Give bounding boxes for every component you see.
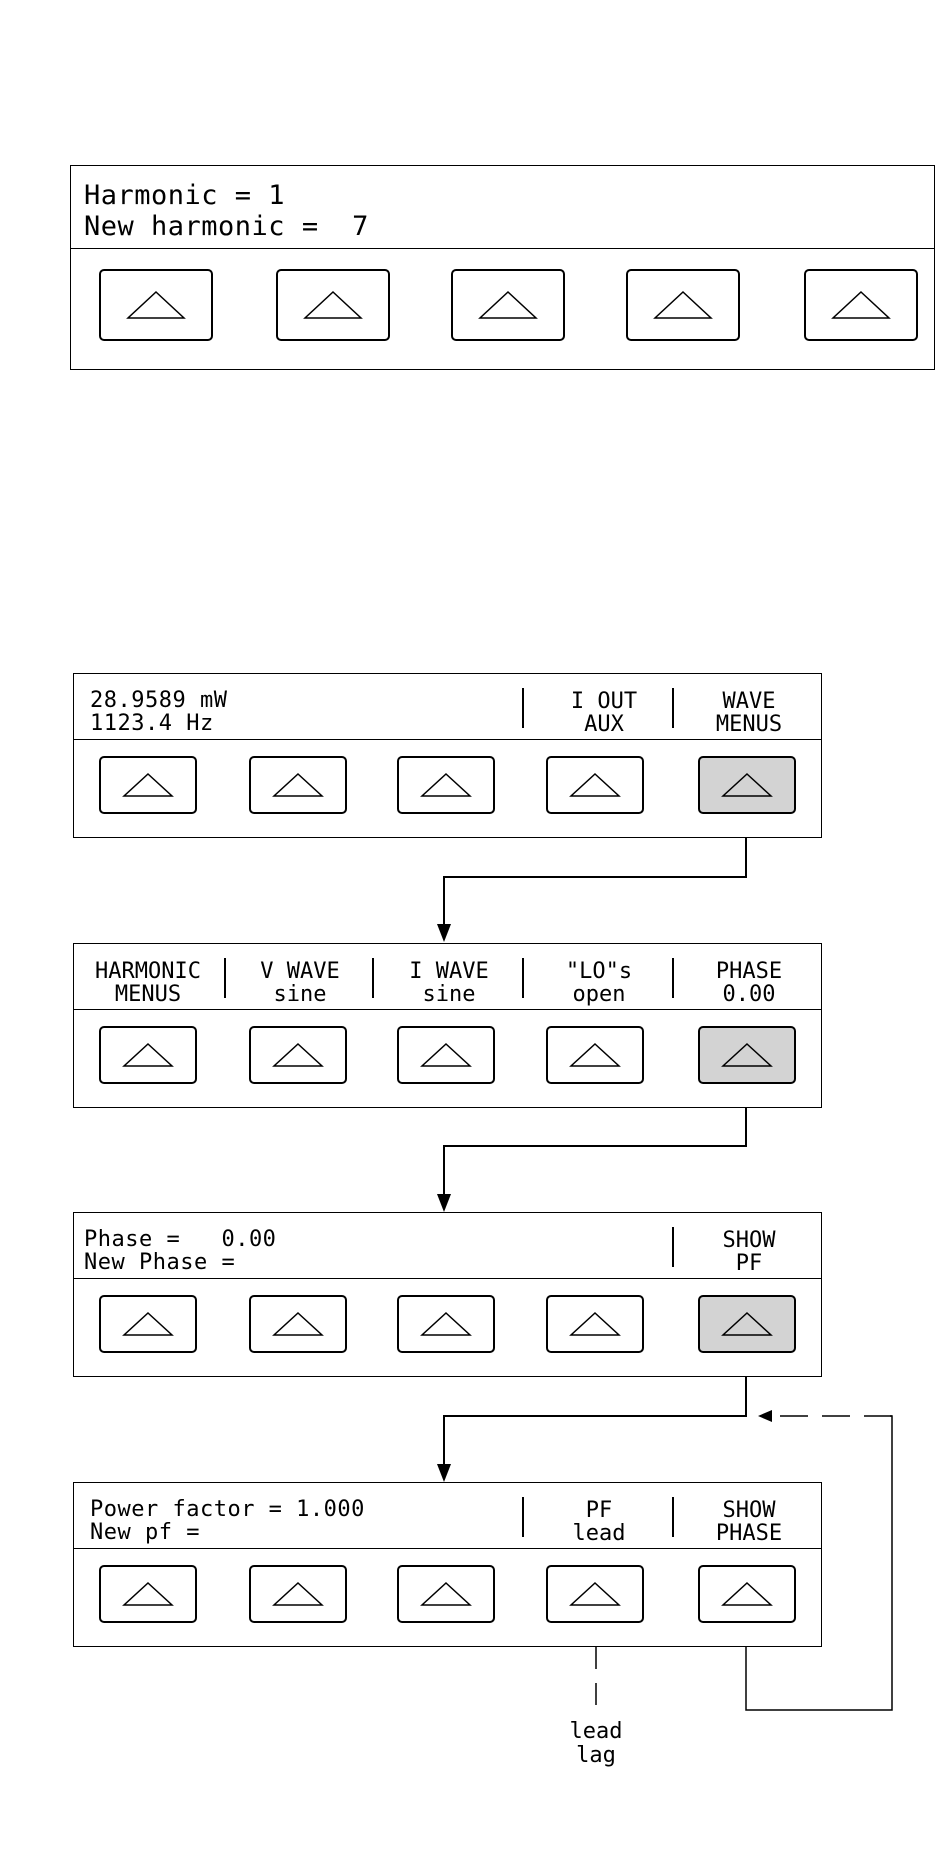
triangle-up-icon <box>653 290 713 320</box>
triangle-up-icon <box>721 1581 773 1607</box>
label-separator <box>522 688 524 728</box>
triangle-up-icon <box>420 1042 472 1068</box>
triangle-up-icon <box>420 1581 472 1607</box>
triangle-up-icon <box>831 290 891 320</box>
flow-line <box>444 1377 746 1464</box>
label-separator <box>672 688 674 728</box>
triangle-up-icon <box>478 290 538 320</box>
softkey-show-phase[interactable] <box>698 1565 796 1623</box>
power-factor-line: Power factor = 1.000 <box>90 1499 365 1521</box>
softkey-wave-menus[interactable] <box>698 756 796 814</box>
softkey-5[interactable] <box>804 269 918 341</box>
softkey-1[interactable] <box>99 1565 197 1623</box>
label-separator <box>372 958 374 998</box>
triangle-up-icon <box>420 1311 472 1337</box>
flow-line <box>444 838 746 924</box>
triangle-up-icon <box>721 772 773 798</box>
new-pf-line: New pf = <box>90 1522 200 1544</box>
arrow-left-icon <box>758 1410 772 1422</box>
softkey-3[interactable] <box>451 269 565 341</box>
triangle-up-icon <box>420 772 472 798</box>
frequency-readout: 1123.4 Hz <box>90 713 214 735</box>
softkey-1[interactable] <box>99 756 197 814</box>
softkey-2[interactable] <box>249 756 347 814</box>
triangle-up-icon <box>122 1042 174 1068</box>
softkey-1[interactable] <box>99 269 213 341</box>
label-separator <box>672 958 674 998</box>
triangle-up-icon <box>569 772 621 798</box>
label-separator <box>672 1227 674 1267</box>
flow-line <box>444 1108 746 1194</box>
triangle-up-icon <box>721 1311 773 1337</box>
harmonic-entry-panel: Harmonic = 1 New harmonic = 7 <box>70 165 935 370</box>
softkey-lo-s[interactable] <box>546 1026 644 1084</box>
softkey-pf-lead[interactable] <box>546 1565 644 1623</box>
new-phase-line: New Phase = <box>84 1252 235 1274</box>
triangle-up-icon <box>272 1581 324 1607</box>
new-harmonic-line: New harmonic = 7 <box>84 213 369 240</box>
triangle-up-icon <box>122 772 174 798</box>
harmonic-display: Harmonic = 1 New harmonic = 7 <box>71 166 934 249</box>
triangle-up-icon <box>569 1311 621 1337</box>
label-separator <box>522 1497 524 1537</box>
triangle-up-icon <box>272 772 324 798</box>
softkey-3[interactable] <box>397 1295 495 1353</box>
softkey-2[interactable] <box>276 269 390 341</box>
triangle-up-icon <box>122 1581 174 1607</box>
triangle-up-icon <box>122 1311 174 1337</box>
triangle-up-icon <box>126 290 186 320</box>
label-separator <box>672 1497 674 1537</box>
harmonic-line: Harmonic = 1 <box>84 182 285 209</box>
softkey-2[interactable] <box>249 1295 347 1353</box>
softkey-i-wave[interactable] <box>397 1026 495 1084</box>
triangle-up-icon <box>721 1042 773 1068</box>
label-separator <box>522 958 524 998</box>
triangle-up-icon <box>272 1042 324 1068</box>
arrow-down-icon <box>437 1194 451 1212</box>
softkey-i-out-aux[interactable] <box>546 756 644 814</box>
phase-line: Phase = 0.00 <box>84 1229 276 1251</box>
softkey-phase[interactable] <box>698 1026 796 1084</box>
arrow-down-icon <box>437 1464 451 1482</box>
softkey-harmonic-menus[interactable] <box>99 1026 197 1084</box>
softkey-3[interactable] <box>397 1565 495 1623</box>
softkey-3[interactable] <box>397 756 495 814</box>
triangle-up-icon <box>303 290 363 320</box>
triangle-up-icon <box>272 1311 324 1337</box>
softkey-4[interactable] <box>546 1295 644 1353</box>
triangle-up-icon <box>569 1581 621 1607</box>
softkey-1[interactable] <box>99 1295 197 1353</box>
arrow-down-icon <box>437 924 451 942</box>
softkey-2[interactable] <box>249 1565 347 1623</box>
label-separator <box>224 958 226 998</box>
softkey-show-pf[interactable] <box>698 1295 796 1353</box>
triangle-up-icon <box>569 1042 621 1068</box>
softkey-v-wave[interactable] <box>249 1026 347 1084</box>
power-readout: 28.9589 mW <box>90 690 227 712</box>
softkey-4[interactable] <box>626 269 740 341</box>
